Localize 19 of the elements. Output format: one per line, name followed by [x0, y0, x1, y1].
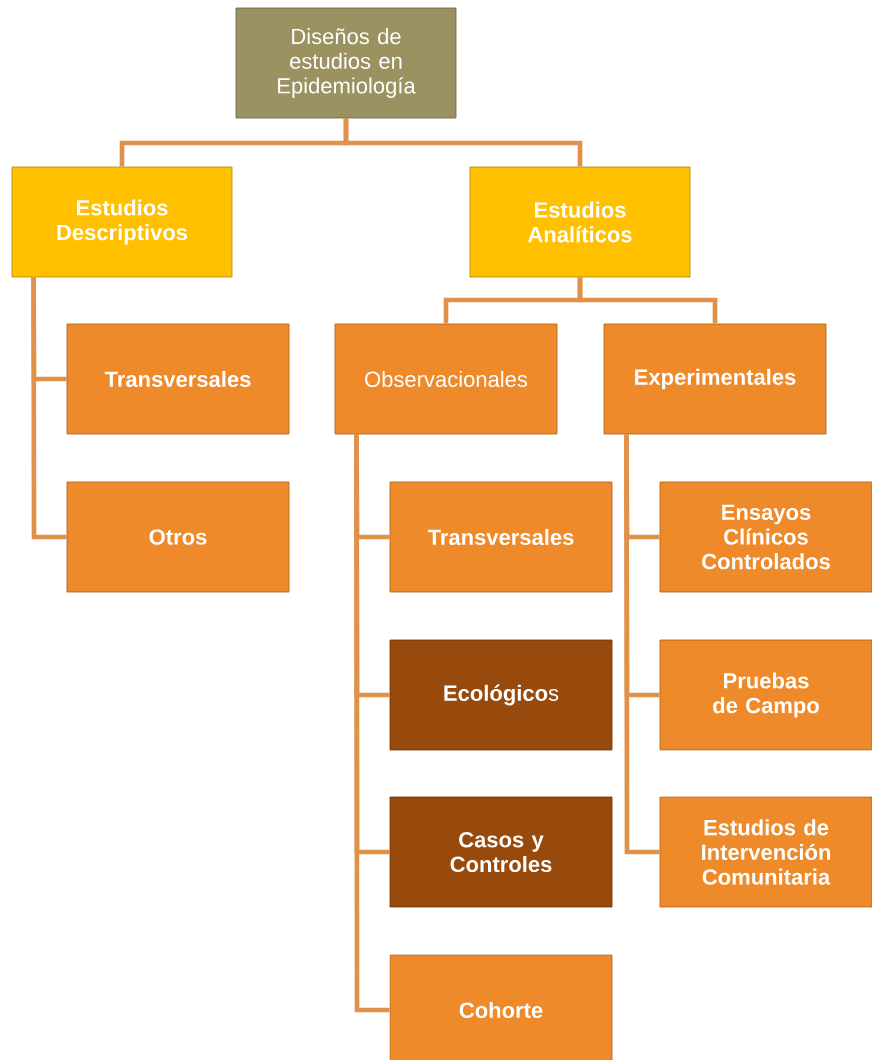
- study-box: Observacionales: [334, 323, 558, 435]
- study-box: Cohorte: [389, 954, 613, 1060]
- study-box: Transversales: [389, 481, 613, 593]
- category-box: Estudios Analíticos: [469, 166, 691, 278]
- title-box: Diseños de estudios en Epidemiología: [235, 7, 457, 119]
- connector-line: [577, 277, 718, 324]
- connector-line: [343, 118, 583, 167]
- study-box: Estudios de Intervención Comunitaria: [659, 796, 872, 908]
- study-box: Transversales: [66, 323, 290, 435]
- study-box: Pruebas de Campo: [659, 639, 872, 751]
- study-box: Otros: [66, 481, 290, 593]
- category-box: Estudios Descriptivos: [11, 166, 233, 278]
- connector-line: [354, 434, 390, 1013]
- study-box: Ecológicos: [389, 639, 613, 751]
- connector-line: [624, 434, 660, 855]
- connector-line: [31, 277, 67, 540]
- study-box: Experimentales: [603, 323, 827, 435]
- study-box: Ensayos Clínicos Controlados: [659, 481, 872, 593]
- study-box: Casos y Controles: [389, 796, 613, 908]
